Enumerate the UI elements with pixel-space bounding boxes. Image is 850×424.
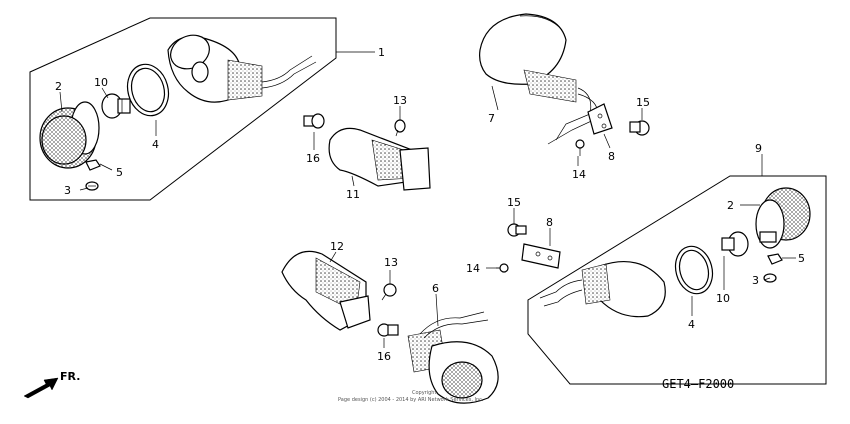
copyright-line-1: Copyright <box>412 390 436 396</box>
label-part-11: 11 <box>346 188 360 201</box>
screw-14-top <box>575 139 585 156</box>
bulb-rear-right <box>721 231 749 257</box>
label-part-7: 7 <box>488 112 495 125</box>
bracket-top-right <box>587 103 613 135</box>
label-part-4: 4 <box>152 138 159 151</box>
label-part-14: 14 <box>572 168 586 181</box>
front-direction-label: FR. <box>60 370 80 383</box>
bolt-small-lower <box>381 283 397 301</box>
label-part-15-mid: 15 <box>507 196 521 209</box>
bolt-small-upper <box>394 119 406 137</box>
lens-front-left <box>39 101 100 169</box>
lens-rear-right <box>755 187 811 249</box>
nut-rear-right <box>767 253 783 265</box>
label-part-2: 2 <box>55 80 62 93</box>
label-part-3-rear: 3 <box>752 274 759 287</box>
bolt-15-mid <box>507 223 527 237</box>
bolt-lower <box>377 323 399 337</box>
assembly-frame-9 <box>527 175 827 385</box>
label-part-8-mid: 8 <box>546 216 553 229</box>
bolt-15-top <box>629 120 650 136</box>
front-direction-arrow: FR. <box>23 370 80 399</box>
stay-rear <box>281 250 371 331</box>
bracket-mid <box>521 243 561 269</box>
bolt-upper <box>303 113 325 129</box>
bulb-front-left <box>101 93 131 119</box>
leader-lines <box>59 51 796 348</box>
diagram-code: GET4–F2000 <box>662 377 734 391</box>
part-labels: 1 2 10 4 5 3 13 16 11 7 15 8 14 9 2 5 3 … <box>55 46 805 363</box>
label-part-10-rear: 10 <box>716 292 730 305</box>
label-part-13-lower: 13 <box>384 256 398 269</box>
label-part-1: 1 <box>378 46 385 59</box>
label-part-9: 9 <box>755 142 762 155</box>
label-part-4-rear: 4 <box>688 318 695 331</box>
assembly-frame-1 <box>29 17 337 201</box>
gasket-front-left <box>126 63 170 117</box>
copyright-line-2: Page design (c) 2004 - 2014 by ARI Netwo… <box>338 397 484 403</box>
label-part-8: 8 <box>608 150 615 163</box>
nut-front-left <box>85 159 101 171</box>
stay-front <box>328 127 431 191</box>
label-part-5-rear: 5 <box>798 252 805 265</box>
label-part-13: 13 <box>393 94 407 107</box>
label-part-5: 5 <box>116 166 123 179</box>
screw-front-left <box>85 181 99 191</box>
label-part-10: 10 <box>94 76 108 89</box>
turn-signal-top-right <box>479 13 599 145</box>
label-part-16-lower: 16 <box>377 350 391 363</box>
label-part-14-mid: 14 <box>466 262 480 275</box>
gasket-rear-right <box>674 245 714 295</box>
label-part-6: 6 <box>432 282 439 295</box>
turn-signal-bottom-center <box>407 311 499 404</box>
label-part-3: 3 <box>64 184 71 197</box>
label-part-16: 16 <box>306 152 320 165</box>
label-part-12: 12 <box>330 240 344 253</box>
turn-signal-bottom-right <box>539 260 666 318</box>
label-part-2-rear: 2 <box>727 199 734 212</box>
label-part-15: 15 <box>636 96 650 109</box>
housing-front-left <box>167 34 317 103</box>
